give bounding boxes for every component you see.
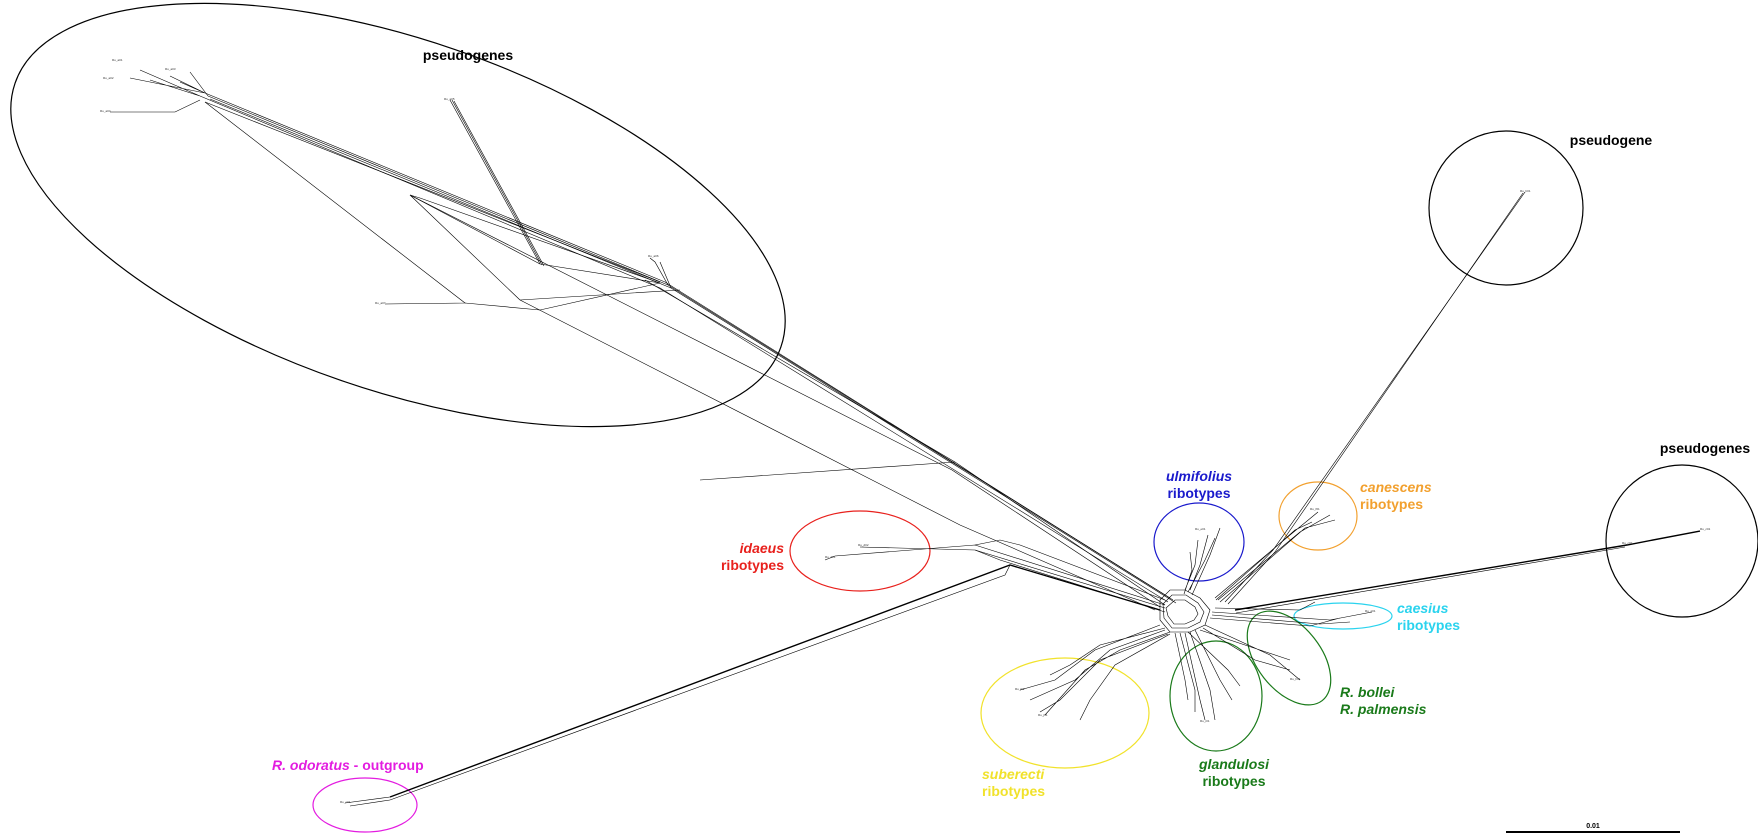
svg-text:Ru_a07: Ru_a07 <box>375 301 386 305</box>
odoratus-outgroup: - outgroup <box>350 757 424 773</box>
svg-text:Ru_d01: Ru_d01 <box>825 555 836 559</box>
svg-text:Ru_e01: Ru_e01 <box>1195 527 1206 531</box>
suberecti-label-line1: suberecti <box>982 766 1045 782</box>
caesius-ellipse <box>1293 602 1393 630</box>
suberecti-ellipse <box>980 657 1150 769</box>
ulmifolius-ellipse <box>1153 502 1245 582</box>
odoratus-label: R. odoratus - outgroup <box>272 757 424 773</box>
svg-text:Ru_c02: Ru_c02 <box>1622 541 1633 545</box>
svg-text:Ru_d02: Ru_d02 <box>858 543 869 547</box>
pseudogenes-top-label: pseudogenes <box>423 47 513 63</box>
ulmifolius-label-line1: ulmifolius <box>1166 468 1232 484</box>
svg-text:Ru_c01: Ru_c01 <box>1700 527 1711 531</box>
suberecti-label-line2: ribotypes <box>982 783 1045 799</box>
svg-text:Ru_b01: Ru_b01 <box>1520 189 1531 193</box>
glandulosi-label-line2: ribotypes <box>1202 773 1265 789</box>
svg-text:Ru_f01: Ru_f01 <box>1310 507 1320 511</box>
glandulosi-ellipse <box>1169 640 1263 752</box>
idaeus-label-line2: ribotypes <box>721 557 784 573</box>
idaeus-label-line1: idaeus <box>740 540 785 556</box>
svg-text:Ru_j02: Ru_j02 <box>1015 687 1025 691</box>
canescens-ellipse <box>1278 481 1358 551</box>
group-labels: pseudogenes pseudogene pseudogenes ulmif… <box>272 47 1750 799</box>
svg-text:Ru_a06: Ru_a06 <box>648 254 659 258</box>
svg-text:Ru_g01: Ru_g01 <box>1365 609 1376 613</box>
svg-text:Ru_a04: Ru_a04 <box>100 109 111 113</box>
bollei-label: R. bollei <box>1340 684 1396 700</box>
pseudogene-right-circle <box>1428 130 1584 286</box>
pseudogenes-right-label: pseudogenes <box>1660 440 1750 456</box>
svg-text:Ru_a03: Ru_a03 <box>165 67 176 71</box>
caesius-label-line2: ribotypes <box>1397 617 1460 633</box>
svg-text:Ru_a05: Ru_a05 <box>444 97 455 101</box>
bollei-palmensis-ellipse <box>1246 610 1332 706</box>
odoratus-ellipse <box>312 777 418 833</box>
svg-text:Ru_a02: Ru_a02 <box>103 76 114 80</box>
svg-text:Ro_o01: Ro_o01 <box>340 800 351 804</box>
scale-bar-label: 0.01 <box>1586 823 1600 830</box>
palmensis-label: R. palmensis <box>1340 701 1427 717</box>
caesius-label-line1: caesius <box>1397 600 1449 616</box>
svg-text:Ru_h01: Ru_h01 <box>1290 677 1301 681</box>
tip-labels: Ru_a01 Ru_a02 Ru_a03 Ru_a04 Ru_a05 Ru_a0… <box>100 58 1711 804</box>
svg-text:Ru_i01: Ru_i01 <box>1200 719 1210 723</box>
ulmifolius-label-line2: ribotypes <box>1167 485 1230 501</box>
pseudogenes-top-ellipse <box>10 2 786 428</box>
svg-text:Ru_a01: Ru_a01 <box>112 58 123 62</box>
svg-text:Ru_j01: Ru_j01 <box>1038 713 1048 717</box>
odoratus-species: R. odoratus <box>272 757 350 773</box>
network-edges <box>110 69 1701 807</box>
idaeus-ellipse <box>789 510 931 592</box>
scale-bar: 0.01 <box>1506 823 1680 833</box>
pseudogenes-right-circle <box>1605 464 1758 618</box>
glandulosi-label-line1: glandulosi <box>1198 756 1270 772</box>
canescens-label-line1: canescens <box>1360 479 1432 495</box>
canescens-label-line2: ribotypes <box>1360 496 1423 512</box>
pseudogene-right-label: pseudogene <box>1570 132 1653 148</box>
